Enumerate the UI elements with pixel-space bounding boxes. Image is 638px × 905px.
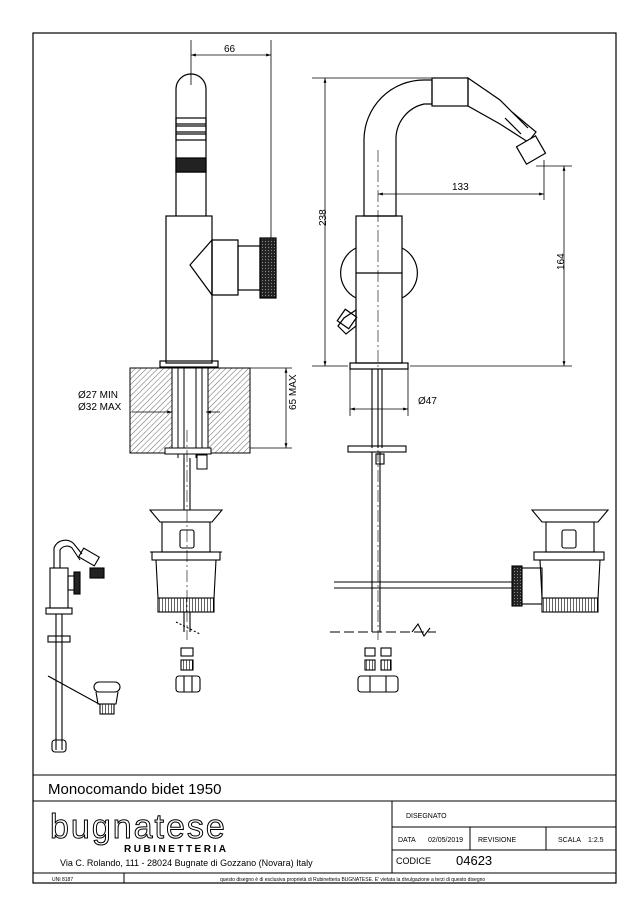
dim-base-diameter: Ø47 (418, 396, 437, 407)
dim-spout-height: 164 (556, 253, 567, 270)
drawn-label: DISEGNATO (406, 813, 447, 820)
date-value: 02/05/2019 (428, 837, 463, 844)
dim-top-width: 66 (224, 44, 236, 55)
company-logo: bugnatese (50, 808, 227, 846)
revision-label: REVISIONE (478, 837, 516, 844)
scale-value: 1:2.5 (588, 837, 604, 844)
dim-overall-height: 238 (318, 209, 329, 226)
perspective-thumbnail (45, 539, 121, 753)
front-view (159, 73, 277, 368)
dim-deck-max: 65 MAX (288, 374, 299, 410)
date-label: DATA (398, 837, 416, 844)
side-view (336, 76, 547, 370)
front-lower-assembly (148, 458, 224, 693)
code-label: CODICE (396, 856, 431, 866)
dim-hole-max: Ø32 MAX (78, 402, 122, 413)
company-address: Via C. Rolando, 111 - 28024 Bugnate di G… (60, 858, 313, 868)
deck-section (129, 367, 251, 470)
code-value: 04623 (456, 853, 492, 868)
dimension-lines (132, 40, 572, 449)
standard-reference: UNI 8187 (52, 877, 73, 883)
center-lines (186, 150, 379, 640)
side-lower-assembly (330, 369, 610, 693)
dim-hole-min: Ø27 MIN (78, 390, 118, 401)
ownership-disclaimer: questo disegno è di esclusiva proprietà … (220, 877, 485, 883)
company-logo-subtitle: RUBINETTERIA (124, 844, 228, 855)
scale-label: SCALA (558, 837, 581, 844)
sheet-border (32, 32, 617, 884)
dim-reach: 133 (452, 182, 469, 193)
product-name: Monocomando bidet 1950 (48, 781, 221, 798)
title-block (33, 774, 616, 883)
